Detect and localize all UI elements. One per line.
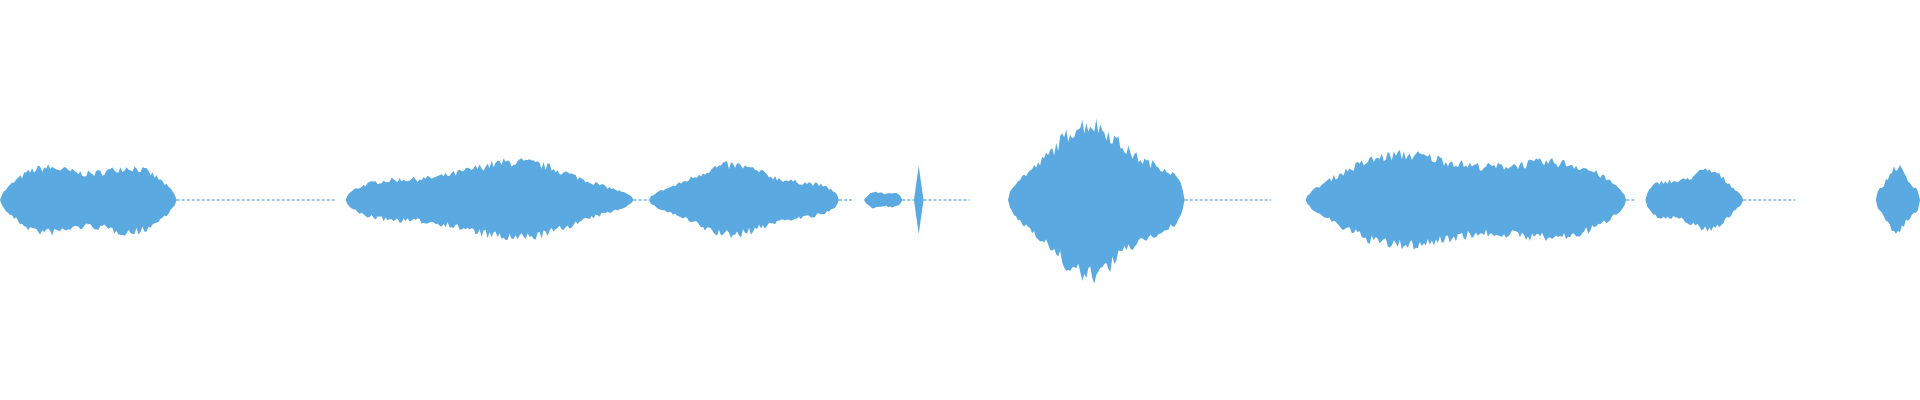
waveform-segment-4 xyxy=(649,161,839,238)
waveform-spike-8 xyxy=(913,166,924,234)
waveform-segment-0 xyxy=(0,164,177,236)
waveform-segment-14 xyxy=(1645,168,1744,232)
waveform-segment-6 xyxy=(864,191,903,209)
waveform-segment-10 xyxy=(1008,118,1185,284)
waveform-segment-12 xyxy=(1305,149,1627,250)
waveform-segment-2 xyxy=(345,158,634,240)
waveform-segment-16 xyxy=(1875,165,1920,234)
